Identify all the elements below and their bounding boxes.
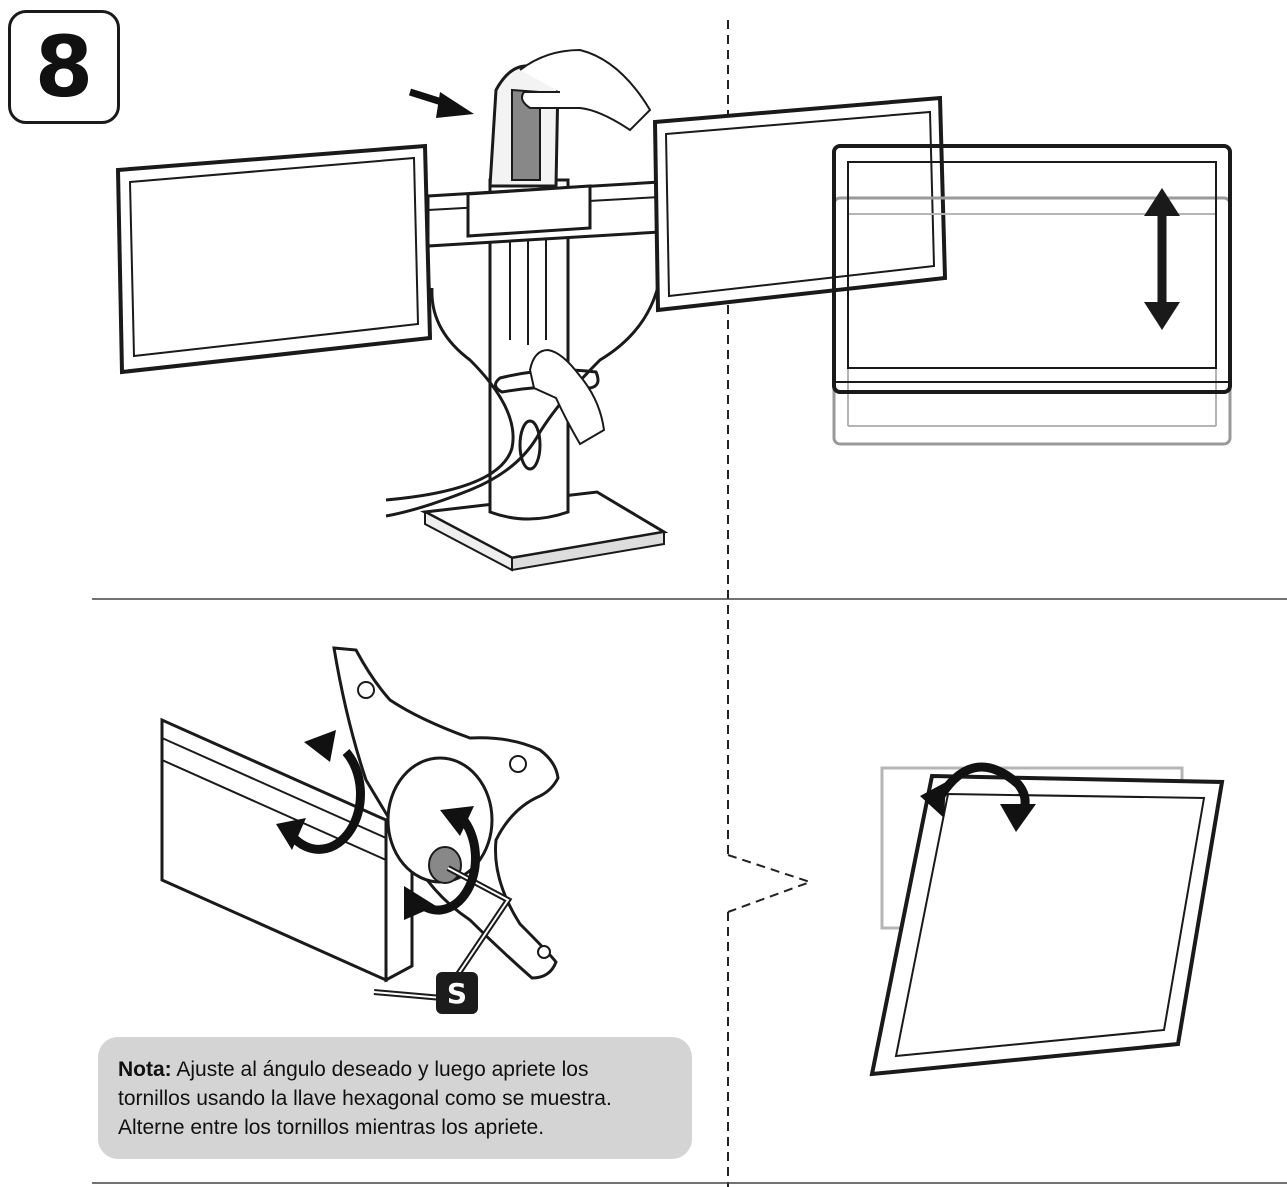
note-text-1: Ajuste al ángulo deseado y luego apriete… — [171, 1058, 589, 1081]
step-number-box: 8 — [8, 10, 120, 124]
tilt-monitor — [869, 766, 1225, 1077]
note-box: Nota: Ajuste al ángulo deseado y luego a… — [98, 1037, 692, 1159]
note-line-3: Alterne entre los tornillos mientras los… — [118, 1116, 545, 1139]
screw-s-badge: S — [436, 972, 478, 1014]
vertical-adjust-arrow-icon — [1144, 188, 1180, 330]
rotate-cw-icon — [404, 806, 480, 920]
rotate-ccw-icon — [276, 730, 365, 854]
dual-monitor-stand — [115, 48, 948, 572]
push-arrow-icon — [408, 88, 474, 118]
vesa-plate-assembly — [160, 646, 560, 1002]
note-title: Nota: — [118, 1058, 172, 1081]
height-adjust-monitor — [832, 144, 1232, 446]
divider-zigzag — [727, 854, 814, 913]
note-line-2: tornillos usando la llave hexagonal como… — [118, 1087, 612, 1110]
step-number: 8 — [34, 18, 94, 116]
tilt-arrow-icon — [920, 762, 1036, 832]
note-line-1: Nota: Ajuste al ángulo deseado y luego a… — [118, 1055, 674, 1084]
